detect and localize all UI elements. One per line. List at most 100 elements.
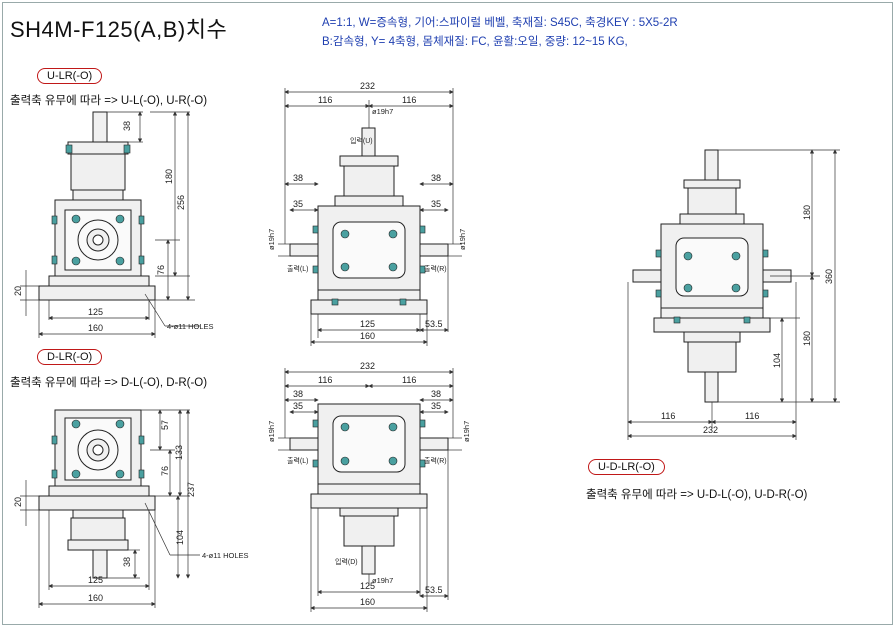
base-plate [38, 285, 156, 301]
dim-160: 160 [88, 323, 103, 333]
input-shaft-d4 [361, 545, 376, 575]
dim-35-l-v4: 35 [293, 401, 303, 411]
bolts-view4 [312, 419, 426, 468]
input-shaft-u [92, 111, 108, 143]
dim-53-5-v2: 53.5 [425, 319, 443, 329]
note-u-d-lr: 출력축 유무에 따라 => U-D-L(-O), U-D-R(-O) [586, 489, 808, 501]
dim-116-l-v4: 116 [318, 375, 332, 385]
tag-u-lr: U-LR(-O) [37, 68, 103, 84]
dim-232-v5: 232 [703, 425, 718, 435]
output-shaft-r [419, 243, 449, 257]
dim-38-l-v4: 38 [293, 389, 303, 399]
dim-text-view3: 57 76 133 237 104 38 20 125 160 4-ø11 HO… [13, 420, 249, 603]
output-shaft-l5 [632, 269, 662, 283]
dim-125-v3: 125 [88, 575, 103, 585]
dim-20-v3: 20 [13, 497, 23, 507]
dim-76: 76 [156, 265, 166, 275]
base-plate-4 [310, 493, 428, 509]
input-shaft-d5 [704, 371, 719, 403]
dim-125: 125 [88, 307, 103, 317]
output-shaft-l [289, 243, 319, 257]
dim-180: 180 [164, 169, 174, 184]
dim-shaft-l-v2: ø19h7 [267, 229, 276, 250]
dim-shaft-v2: ø19h7 [372, 107, 393, 116]
label-out-r-v4: 출력(R) [424, 456, 447, 465]
dim-35-r-v2: 35 [431, 199, 441, 209]
dims-view3 [20, 409, 200, 608]
dim-116-l-v2: 116 [318, 95, 332, 105]
label-out-r-v2: 출력(R) [424, 264, 447, 273]
dim-116-l-v5: 116 [661, 411, 675, 421]
dim-text-view1: 38 180 256 76 20 125 160 4-ø11 HOLES [13, 121, 214, 333]
dim-text-view4: 232 116 116 38 38 35 35 ø19h7 ø19h7 출력(L… [267, 361, 471, 607]
output-shaft-l4 [289, 437, 319, 451]
dim-shaft-r-v4: ø19h7 [462, 421, 471, 442]
bolts-view1 [51, 144, 145, 266]
dim-38-r-v2: 38 [431, 173, 441, 183]
label-input-u: 입력(U) [350, 137, 373, 145]
dim-35-r-v4: 35 [431, 401, 441, 411]
dim-125-v4: 125 [360, 581, 375, 591]
dim-125-v2: 125 [360, 319, 375, 329]
bolts-view2 [312, 225, 426, 306]
dim-104-v3: 104 [175, 530, 185, 545]
dim-shaft-l-v4: ø19h7 [267, 421, 276, 442]
dim-holes-v3: 4-ø11 HOLES [202, 551, 249, 560]
dims-view5 [627, 149, 840, 440]
base-plate-2 [310, 299, 428, 315]
view-u-lr-side [38, 111, 156, 301]
dim-53-5-v4: 53.5 [425, 585, 443, 595]
dims-view4 [278, 368, 462, 612]
output-shaft-r4 [419, 437, 449, 451]
dim-38: 38 [122, 121, 132, 131]
dim-shaft-d4: ø19h7 [372, 576, 393, 585]
dim-256: 256 [176, 195, 186, 210]
dim-232-v2: 232 [360, 81, 375, 91]
input-shaft-d [92, 549, 108, 579]
dim-text-view5: 180 180 360 104 116 116 232 [661, 205, 834, 435]
dim-38-r-v4: 38 [431, 389, 441, 399]
label-input-d: 입력(D) [335, 558, 358, 566]
dim-116-r-v4: 116 [402, 375, 416, 385]
input-shaft-u5 [704, 149, 719, 181]
dims-view2 [278, 88, 462, 346]
spec-line-2: B:감속형, Y= 4축형, 몸체재질: FC, 윤활:오일, 중량: 12~1… [322, 36, 628, 48]
dim-133: 133 [174, 445, 184, 460]
label-out-l-v2: 출력(L) [287, 264, 308, 273]
dim-20: 20 [13, 286, 23, 296]
view-u-d-lr [632, 149, 792, 403]
flange-top [67, 141, 129, 155]
dim-104-v5: 104 [772, 353, 782, 368]
base-plate-5 [653, 317, 771, 333]
dim-38-l-v2: 38 [293, 173, 303, 183]
dim-160-v2: 160 [360, 331, 375, 341]
dim-116-r-v5: 116 [745, 411, 759, 421]
dim-text-view2: 232 116 116 ø19h7 입력(U) 38 38 35 35 ø19h… [267, 81, 467, 341]
view-d-lr-side [38, 409, 156, 579]
dim-360: 360 [824, 269, 834, 284]
drawing-title: SH4M-F125(A,B)치수 [10, 17, 228, 42]
bolts-view5 [655, 249, 769, 324]
dim-35-l-v2: 35 [293, 199, 303, 209]
dim-76-v3: 76 [160, 466, 170, 476]
dim-237: 237 [186, 482, 196, 497]
dims-view1 [20, 111, 200, 338]
note-u-lr: 출력축 유무에 따라 => U-L(-O), U-R(-O) [10, 95, 208, 107]
dim-shaft-r-v2: ø19h7 [458, 229, 467, 250]
spec-line-1: A=1:1, W=증속형, 기어:스파이럴 베벨, 축재질: S45C, 축경K… [322, 17, 678, 29]
view-d-lr-front [289, 403, 449, 575]
tag-u-d-lr: U-D-LR(-O) [588, 459, 665, 475]
dim-160-v4: 160 [360, 597, 375, 607]
dim-57: 57 [160, 420, 170, 430]
dim-holes: 4-ø11 HOLES [167, 322, 214, 331]
dim-160-v3: 160 [88, 593, 103, 603]
label-out-l-v4: 출력(L) [287, 456, 308, 465]
tag-d-lr: D-LR(-O) [37, 349, 103, 365]
note-d-lr: 출력축 유무에 따라 => D-L(-O), D-R(-O) [10, 377, 208, 389]
dim-180-d5: 180 [802, 331, 812, 346]
dim-38-v3: 38 [122, 557, 132, 567]
dim-232-v4: 232 [360, 361, 375, 371]
dim-116-r-v2: 116 [402, 95, 416, 105]
